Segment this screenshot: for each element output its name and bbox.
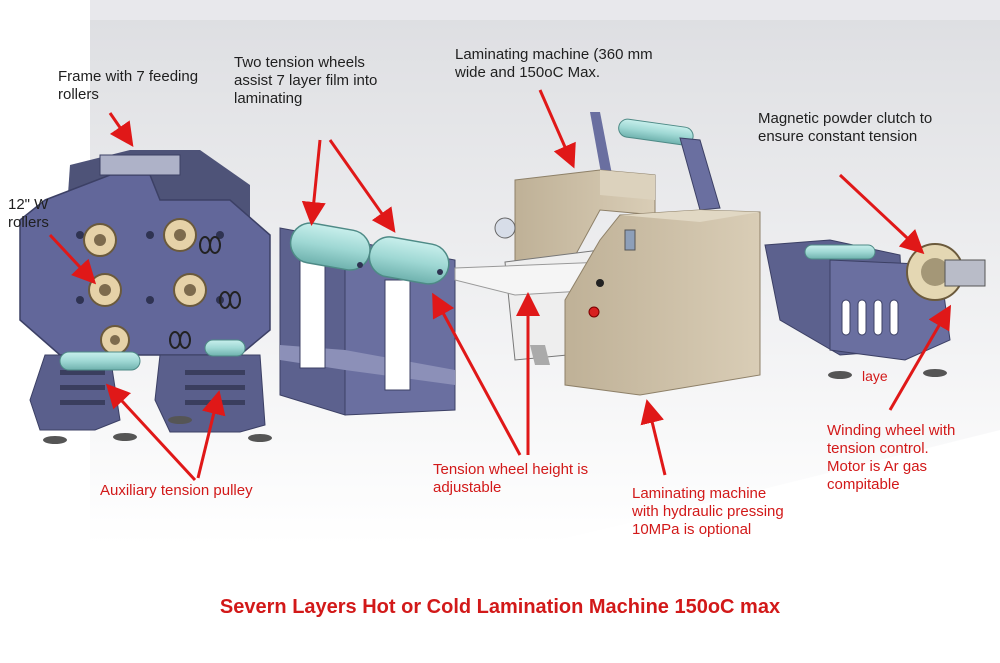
arrow-clutch bbox=[838, 173, 925, 255]
arrow-12w-rollers bbox=[48, 233, 97, 285]
arrow-laminating-bottom bbox=[640, 399, 667, 476]
arrow-height-1 bbox=[432, 292, 522, 456]
arrow-frame bbox=[108, 112, 134, 147]
tension-wheel-stand bbox=[279, 222, 456, 416]
page-title: Severn Layers Hot or Cold Lamination Mac… bbox=[219, 596, 781, 618]
label-winding: Winding wheel with tension control. Moto… bbox=[827, 422, 956, 493]
arrow-aux-1 bbox=[105, 383, 197, 482]
label-frame: Frame with 7 feeding rollers bbox=[58, 68, 199, 103]
label-laminating-top: Laminating machine (360 mm wide and 150o… bbox=[455, 46, 653, 81]
winding-unit bbox=[764, 239, 986, 379]
label-laye: laye bbox=[862, 368, 888, 384]
feeding-frame bbox=[19, 150, 272, 444]
arrow-aux-2 bbox=[196, 390, 226, 479]
label-laminating-bottom: Laminating machine with hydraulic pressi… bbox=[632, 485, 784, 538]
label-tension-height: Tension wheel height is adjustable bbox=[433, 461, 589, 496]
arrow-tension-wheel-2 bbox=[328, 139, 396, 233]
feed-roller-hubs bbox=[83, 218, 207, 355]
annotation-arrows bbox=[48, 89, 952, 482]
label-tension-wheels: Two tension wheels assist 7 layer film i… bbox=[234, 54, 378, 107]
label-12w-rollers: 12" W rollers bbox=[8, 196, 49, 231]
arrow-winding bbox=[888, 304, 952, 411]
arrow-tension-wheel-1 bbox=[301, 139, 326, 226]
label-auxiliary: Auxiliary tension pulley bbox=[100, 482, 253, 499]
laminating-machine bbox=[454, 112, 761, 396]
arrow-laminating-top bbox=[538, 89, 576, 169]
label-clutch: Magnetic powder clutch to ensure constan… bbox=[758, 110, 933, 145]
